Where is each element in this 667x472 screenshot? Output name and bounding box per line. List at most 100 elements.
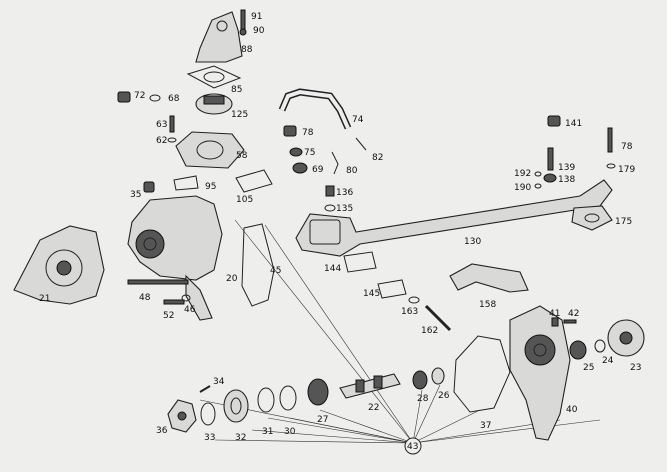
callout-82: 82 <box>372 153 383 163</box>
callout-45: 45 <box>270 266 281 276</box>
bearing-27 <box>307 378 329 406</box>
marker-43 <box>404 437 422 455</box>
callout-35: 35 <box>130 190 141 200</box>
water-rail-130 <box>295 179 613 257</box>
callout-145: 145 <box>363 289 380 299</box>
gasket-37 <box>453 335 511 413</box>
callout-69: 69 <box>312 165 324 175</box>
ring-31 <box>257 387 275 413</box>
callout-43: 43 <box>407 442 418 452</box>
callout-46: 46 <box>184 305 196 315</box>
bolt-135 <box>324 204 336 212</box>
callout-175: 175 <box>615 217 632 227</box>
callout-63: 63 <box>156 120 167 130</box>
callout-20: 20 <box>226 274 238 284</box>
callout-138: 138 <box>558 175 575 185</box>
callout-162: 162 <box>421 326 438 336</box>
bolt-42 <box>563 319 577 324</box>
bolt-52 <box>163 299 185 305</box>
callout-85: 85 <box>231 85 242 95</box>
cover-40 <box>509 305 571 441</box>
ring-33 <box>200 402 216 426</box>
callout-80: 80 <box>346 166 358 176</box>
bearing-26 <box>431 367 445 385</box>
bolt-34 <box>199 385 211 393</box>
callout-90: 90 <box>253 26 265 36</box>
callout-31: 31 <box>262 427 273 437</box>
callout-125: 125 <box>231 110 248 120</box>
bolt-163 <box>408 296 420 304</box>
callout-190: 190 <box>514 183 531 193</box>
flange-36 <box>167 399 197 433</box>
callout-105: 105 <box>236 195 253 205</box>
plug-141 <box>547 115 561 127</box>
washer-190 <box>534 183 542 189</box>
gasket-95 <box>173 175 199 191</box>
pump-housing-20 <box>127 195 223 321</box>
callout-144: 144 <box>324 264 341 274</box>
plug-35 <box>143 181 155 193</box>
fitting-78 <box>283 125 297 137</box>
callout-88: 88 <box>241 45 253 55</box>
callout-72: 72 <box>134 91 145 101</box>
callout-78b: 78 <box>621 142 633 152</box>
nut-138 <box>543 173 557 183</box>
callout-95: 95 <box>205 182 216 192</box>
callout-32: 32 <box>235 433 246 443</box>
callout-136: 136 <box>336 188 353 198</box>
callout-135: 135 <box>336 204 353 214</box>
callout-130: 130 <box>464 237 481 247</box>
callout-52: 52 <box>163 311 174 321</box>
callout-58: 58 <box>236 151 248 161</box>
callout-75: 75 <box>304 148 315 158</box>
bolt-41 <box>551 317 559 327</box>
callout-163: 163 <box>401 307 418 317</box>
clip-80 <box>331 151 339 175</box>
bolt-162 <box>424 304 452 332</box>
callout-91: 91 <box>251 12 262 22</box>
callout-141: 141 <box>565 119 582 129</box>
clip-82 <box>355 137 367 151</box>
ring-24 <box>594 339 606 353</box>
pipe-74 <box>278 88 352 130</box>
callout-74: 74 <box>352 115 364 125</box>
gasket-45 <box>241 223 275 307</box>
callout-21: 21 <box>39 294 50 304</box>
callout-48: 48 <box>139 293 151 303</box>
shaft-22 <box>339 373 401 399</box>
callout-22: 22 <box>368 403 379 413</box>
callout-27: 27 <box>317 415 328 425</box>
callout-37: 37 <box>480 421 491 431</box>
pump-cover-21 <box>13 225 105 305</box>
bolt-48 <box>127 279 189 285</box>
callout-labels: 91 90 88 72 68 85 125 63 62 58 74 78 75 … <box>39 12 641 452</box>
washer-62 <box>167 137 177 143</box>
callout-62: 62 <box>156 136 167 146</box>
callout-34: 34 <box>213 377 225 387</box>
callout-41: 41 <box>549 309 560 319</box>
callout-158: 158 <box>479 300 496 310</box>
bearing-25 <box>569 340 587 360</box>
callout-33: 33 <box>204 433 215 443</box>
thermostat-housing-88 <box>195 9 247 63</box>
callout-28: 28 <box>417 394 429 404</box>
gasket-144 <box>343 251 377 273</box>
bearing-28 <box>412 370 428 390</box>
bolt-63 <box>169 115 175 133</box>
callout-36: 36 <box>156 426 168 436</box>
pulley-hub-23 <box>607 319 645 357</box>
callout-25: 25 <box>583 363 594 373</box>
pipe-158 <box>449 263 529 293</box>
seal-32 <box>223 389 249 423</box>
washer-192 <box>534 171 542 177</box>
stud-139 <box>547 147 554 171</box>
callout-26: 26 <box>438 391 450 401</box>
gasket-105 <box>235 169 273 193</box>
bolt-136 <box>325 185 335 197</box>
washer-46 <box>181 294 191 302</box>
callout-139: 139 <box>558 163 575 173</box>
fitting-75 <box>289 147 303 157</box>
washer-68 <box>149 94 161 102</box>
